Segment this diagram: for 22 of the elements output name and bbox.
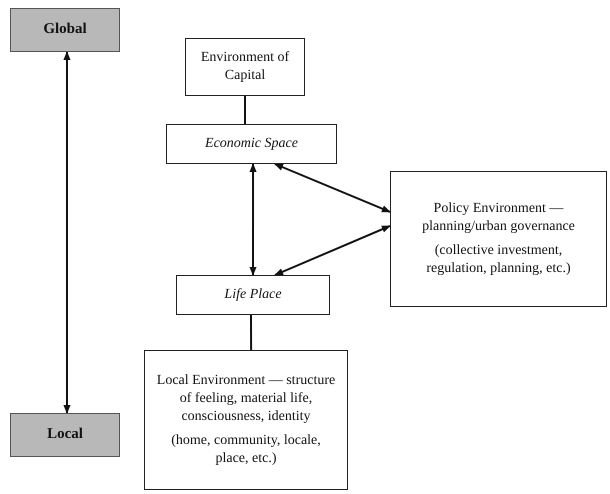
scale-label: Global (43, 20, 87, 40)
connector-line (250, 315, 252, 350)
concept-box (390, 171, 607, 307)
arrow (274, 163, 391, 213)
box-note: (collective investment, regulation, planning, etc.) (425, 242, 572, 278)
box-title: Life Place (224, 286, 282, 304)
concept-box (176, 275, 330, 315)
arrow (63, 51, 71, 414)
box-title: Economic Space (205, 134, 298, 153)
box-title: Policy Environment — planning/urban governance (421, 200, 576, 236)
scale-box (10, 8, 120, 52)
arrow (249, 163, 257, 276)
concept-box (185, 38, 305, 96)
scale-box (10, 413, 120, 457)
box-note: (home, community, locale, place, etc.) (170, 432, 322, 468)
box-title: Environment of Capital (200, 48, 290, 85)
concept-box (144, 350, 348, 490)
scale-label: Local (47, 425, 83, 444)
arrow (274, 225, 391, 276)
concept-box (166, 124, 337, 164)
box-title: Local Environment — structure of feeling, material life, consciousness, identity (156, 372, 336, 426)
connector-line (244, 96, 246, 124)
